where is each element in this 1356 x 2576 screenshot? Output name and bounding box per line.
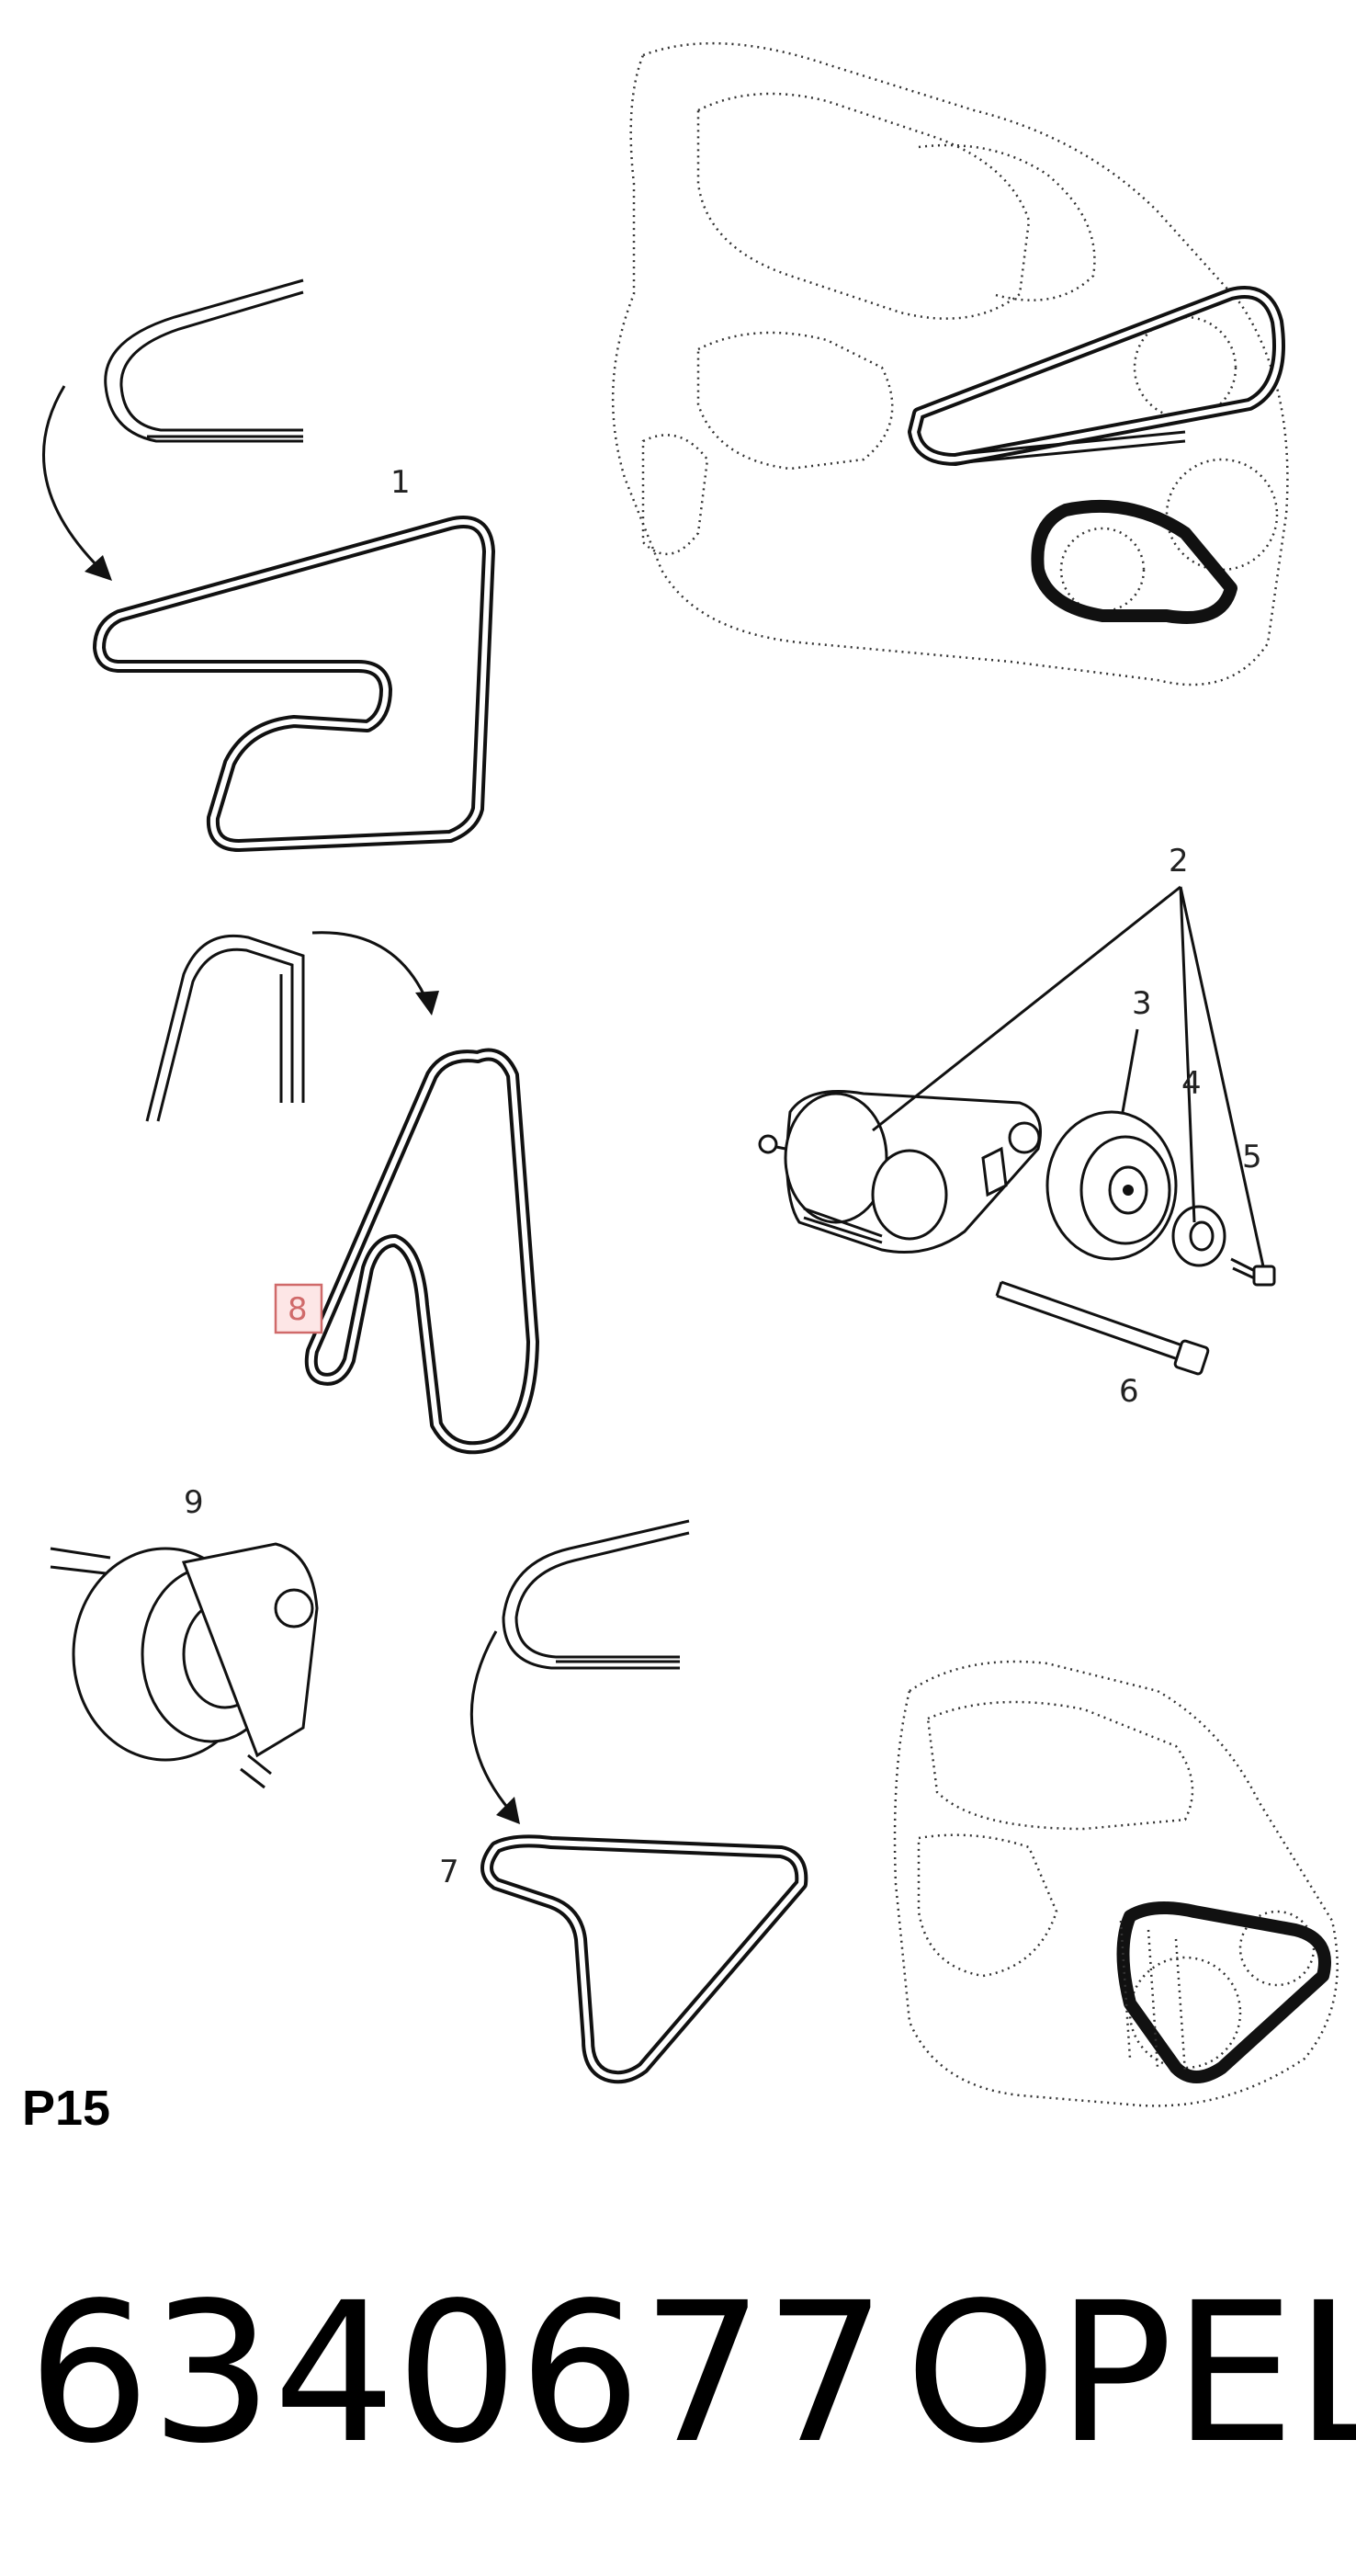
engine-illustration-bottom [893,1660,1339,2107]
brand-name: OPEL [905,2261,1356,2486]
washer [1171,1205,1226,1267]
callout-8-highlight: 8 [274,1283,323,1334]
tensioner-assembly [758,1090,1042,1254]
arrow-8 [311,931,429,1003]
part-number: 6340677 [28,2261,887,2486]
belt-section-1 [104,278,304,443]
callout-9: 9 [184,1484,204,1521]
belt-1 [93,516,495,852]
callout-4: 4 [1181,1065,1202,1102]
arrow-head-7 [496,1797,520,1824]
arrow-7 [469,1630,512,1811]
long-bolt [995,1280,1210,1376]
callout-6: 6 [1119,1373,1139,1410]
callout-3: 3 [1132,985,1152,1022]
arrow-1 [42,385,103,572]
belt-section-7 [502,1519,690,1670]
belt-7 [480,1834,808,2084]
sheet-code: P15 [22,2081,110,2136]
belt-section-8 [145,934,305,1122]
belt-8 [304,1048,539,1455]
callout-2: 2 [1169,843,1189,879]
arrow-head-1 [85,555,112,581]
small-bolt [1230,1257,1276,1287]
callout-5: 5 [1242,1139,1262,1175]
callout-1: 1 [390,464,411,501]
callout-8: 8 [288,1291,308,1328]
engine-illustration-top [611,41,1289,687]
arrow-head-8 [415,991,439,1016]
idler-pulley [1045,1110,1178,1261]
leader-lines [872,885,1265,1267]
tensioner-9 [50,1542,319,1789]
callout-7: 7 [439,1854,459,1890]
